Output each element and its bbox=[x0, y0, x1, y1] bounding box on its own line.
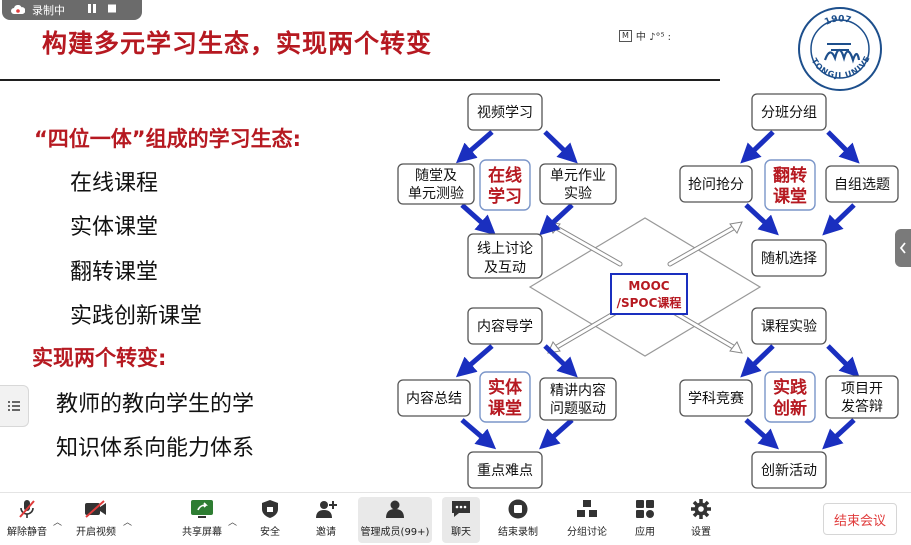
node-homework-line1: 单元作业 bbox=[550, 168, 606, 184]
ecology-item: 实体课堂 bbox=[70, 215, 159, 240]
apps-grid-icon bbox=[635, 497, 655, 521]
flow-arrows bbox=[455, 130, 860, 450]
breakout-icon bbox=[576, 497, 598, 521]
node-project-line2: 发答辩 bbox=[841, 398, 883, 415]
chat-icon bbox=[450, 497, 472, 521]
pause-icon[interactable] bbox=[87, 3, 97, 17]
title-divider bbox=[0, 79, 720, 81]
ime-label: 中 ♪°⁵ : bbox=[635, 32, 672, 43]
recording-indicator[interactable]: 录制中 bbox=[2, 0, 142, 20]
node-discussion-line2: 及互动 bbox=[484, 260, 526, 276]
mooc-box bbox=[610, 273, 688, 315]
apps-button[interactable]: 应用 bbox=[630, 497, 660, 543]
presentation-slide: 录制中 构建多元学习生态，实现两个转变 M 中 ♪°⁵ : 1907 TONGJ… bbox=[0, 0, 911, 489]
list-icon bbox=[8, 401, 20, 411]
stop-recording-button[interactable]: 结束录制 bbox=[496, 497, 540, 543]
gear-icon bbox=[690, 497, 712, 521]
shield-icon bbox=[261, 497, 279, 521]
recording-label: 录制中 bbox=[32, 4, 65, 17]
muted-mic-icon bbox=[17, 497, 37, 521]
core-online bbox=[479, 159, 531, 211]
transformation-heading: 实现两个转变: bbox=[32, 346, 167, 370]
video-off-icon bbox=[84, 497, 108, 521]
core-flipped-line1: 翻转 bbox=[773, 165, 807, 186]
meeting-toolbar: 解除静音 ︿ 开启视频 ︿ 共享屏幕 ︿ 安全 邀请 管理成员(99+) bbox=[0, 492, 911, 545]
node-homework-line2: 实验 bbox=[564, 186, 592, 202]
core-online-line1: 在线 bbox=[488, 165, 522, 186]
mooc-label-line1: MOOC bbox=[628, 279, 669, 293]
share-screen-button[interactable]: 共享屏幕 bbox=[180, 497, 224, 543]
ecology-item: 实践创新课堂 bbox=[70, 304, 203, 329]
university-seal-logo: 1907 TONGJI UNIVERSITY bbox=[797, 6, 882, 91]
node-video-learning: 视频学习 bbox=[477, 105, 533, 121]
learning-ecosystem-diagram: MOOC /SPOC课程 bbox=[397, 93, 899, 489]
ecology-heading: “四位一体”组成的学习生态: bbox=[34, 127, 302, 151]
core-practice bbox=[764, 371, 816, 423]
record-stop-icon bbox=[507, 497, 529, 521]
add-person-icon bbox=[315, 497, 337, 521]
node-self-topic: 自组选题 bbox=[834, 177, 890, 193]
participants-icon bbox=[384, 497, 406, 521]
node-content-summary: 内容总结 bbox=[406, 390, 462, 407]
core-practice-line2: 创新 bbox=[772, 398, 807, 419]
gallery-collapse-handle[interactable] bbox=[895, 229, 911, 267]
node-quiz-line1: 随堂及 bbox=[415, 168, 457, 184]
node-quiz-line2: 单元测验 bbox=[408, 186, 464, 202]
svg-text:1907: 1907 bbox=[823, 14, 852, 27]
end-meeting-button[interactable]: 结束会议 bbox=[823, 503, 897, 535]
manage-participants-button[interactable]: 管理成员(99+) bbox=[358, 497, 432, 543]
ecology-item: 翻转课堂 bbox=[70, 260, 159, 285]
invite-button[interactable]: 邀请 bbox=[310, 497, 342, 543]
unmute-button[interactable]: 解除静音 bbox=[6, 497, 48, 543]
cloud-record-icon bbox=[10, 2, 26, 18]
core-physical bbox=[479, 371, 531, 423]
ecology-item: 在线课程 bbox=[70, 171, 159, 196]
side-panel-toggle[interactable] bbox=[0, 385, 29, 427]
slide-title: 构建多元学习生态，实现两个转变 bbox=[42, 29, 433, 58]
share-screen-icon bbox=[190, 497, 214, 521]
security-button[interactable]: 安全 bbox=[254, 497, 286, 543]
core-online-line2: 学习 bbox=[488, 186, 522, 207]
node-content-guide: 内容导学 bbox=[477, 318, 533, 335]
node-lecture-line1: 精讲内容 bbox=[550, 382, 606, 399]
seal-year: 1907 bbox=[823, 14, 852, 27]
node-lecture-line2: 问题驱动 bbox=[550, 401, 606, 417]
video-options-caret[interactable]: ︿ bbox=[123, 518, 133, 528]
share-options-caret[interactable]: ︿ bbox=[228, 518, 238, 528]
node-key-points: 重点难点 bbox=[477, 463, 533, 479]
node-random-select: 随机选择 bbox=[761, 251, 817, 267]
node-competition: 学科竞赛 bbox=[688, 390, 744, 407]
transformation-item: 教师的教向学生的学 bbox=[56, 392, 255, 417]
stop-icon[interactable] bbox=[107, 3, 117, 17]
node-grouping: 分班分组 bbox=[761, 105, 817, 121]
node-project-line1: 项目开 bbox=[841, 381, 883, 397]
ime-toolbar[interactable]: M 中 ♪°⁵ : bbox=[619, 28, 671, 43]
breakout-rooms-button[interactable]: 分组讨论 bbox=[566, 497, 608, 543]
transformation-item: 知识体系向能力体系 bbox=[56, 436, 255, 461]
node-discussion-line1: 线上讨论 bbox=[477, 241, 533, 257]
core-flipped bbox=[764, 159, 816, 211]
settings-button[interactable]: 设置 bbox=[686, 497, 716, 543]
node-innovation-activity: 创新活动 bbox=[761, 463, 817, 479]
core-physical-line1: 实体 bbox=[488, 377, 523, 398]
node-quick-answer: 抢问抢分 bbox=[688, 176, 744, 193]
mooc-label-line2: /SPOC课程 bbox=[617, 295, 682, 310]
core-practice-line1: 实践 bbox=[773, 377, 807, 398]
chevron-left-icon bbox=[899, 242, 906, 254]
core-flipped-line2: 课堂 bbox=[773, 186, 807, 207]
audio-options-caret[interactable]: ︿ bbox=[53, 518, 63, 528]
chat-button[interactable]: 聊天 bbox=[442, 497, 480, 543]
ime-mode-box: M bbox=[619, 29, 632, 42]
node-course-experiment: 课程实验 bbox=[761, 319, 817, 335]
core-physical-line2: 课堂 bbox=[488, 398, 522, 419]
start-video-button[interactable]: 开启视频 bbox=[74, 497, 118, 543]
